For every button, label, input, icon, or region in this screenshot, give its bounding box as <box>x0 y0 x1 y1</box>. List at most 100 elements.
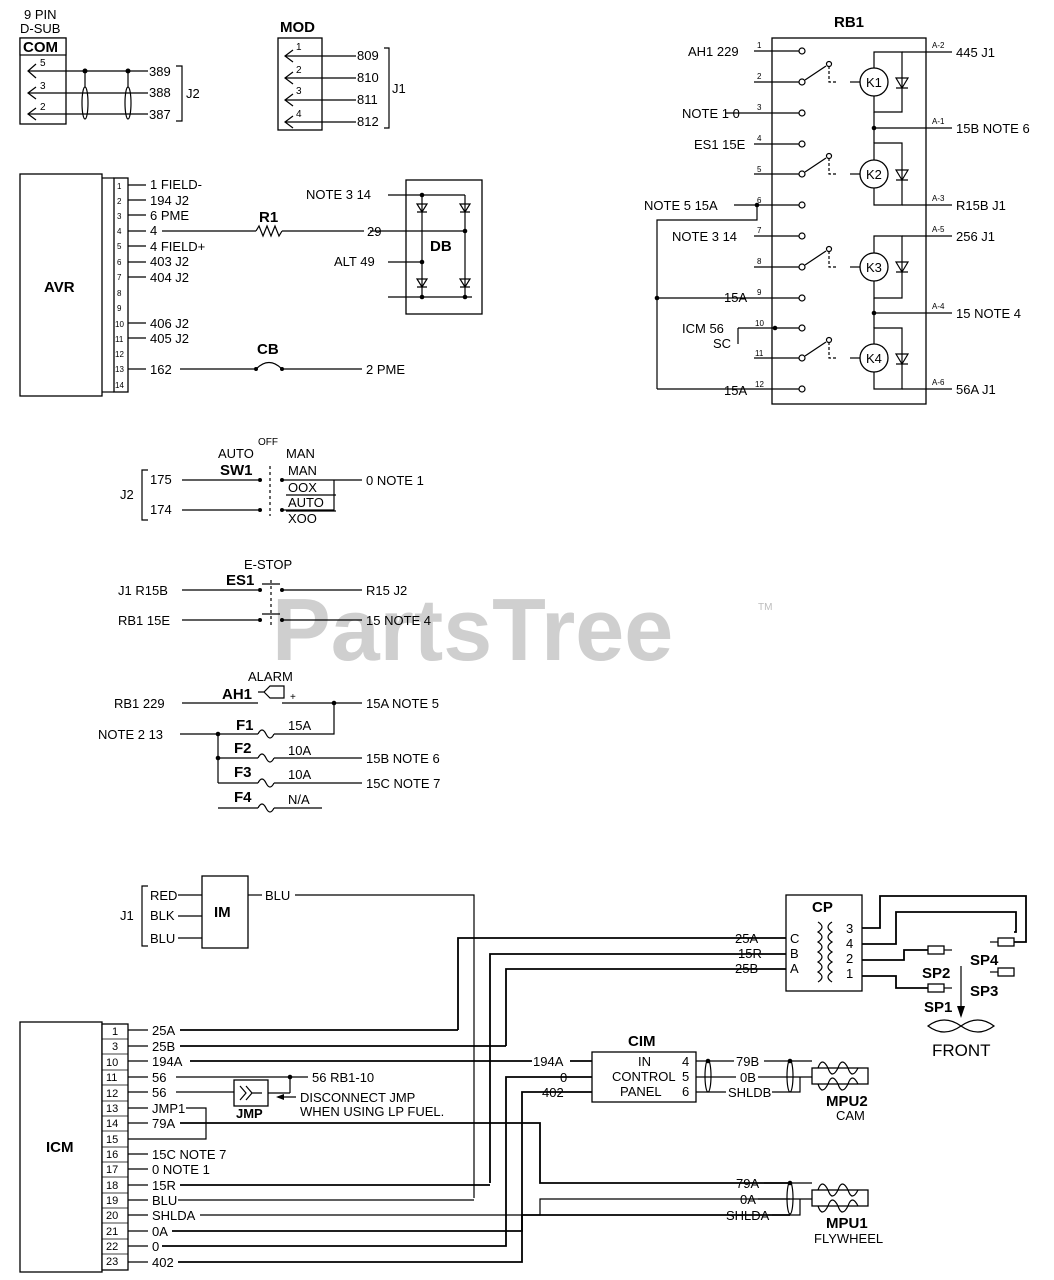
ah1-title: AH1 <box>222 686 252 703</box>
icm-wire-194a: 194A <box>152 1054 183 1069</box>
rb1-contact-3 <box>798 245 836 271</box>
diagram-label: B <box>790 946 799 961</box>
com-connector: 9 PIN D-SUB COM 5 3 2 389 388 387 J2 <box>19 7 200 125</box>
rb1-title: RB1 <box>834 14 864 31</box>
icm-wire-79a: 79A <box>152 1116 175 1131</box>
avr-pin4-label: 4 <box>150 223 157 238</box>
diagram-label: 15A <box>288 718 311 733</box>
diagram-label: SP1 <box>924 999 952 1016</box>
diagram-label: 3 <box>846 921 853 936</box>
icm-wire-jmp1: JMP1 <box>152 1101 185 1116</box>
rb1-p3-label: NOTE 1 0 <box>682 106 740 121</box>
icm-module: ICM 1 3 10 11 12 13 14 15 16 17 18 19 20… <box>19 1021 790 1273</box>
sw1-title: SW1 <box>220 462 253 479</box>
mod-connector: MOD 1 2 3 4 809 810 811 812 J1 <box>277 19 406 131</box>
spark-plug-sp4: SP4 <box>970 937 1015 969</box>
icm-ext-56: 56 RB1-10 <box>312 1070 374 1085</box>
fuse-f3-out: 15C NOTE 7 <box>366 776 440 791</box>
diagram-label: 2 <box>846 951 853 966</box>
sw1-contact-auto: AUTO <box>288 495 324 510</box>
diagram-label: 8 <box>117 289 122 298</box>
icm-wire-25b: 25B <box>152 1039 175 1054</box>
rb1-contact-2 <box>798 152 836 178</box>
diagram-label: 1 <box>757 41 762 50</box>
diagram-label: 1 <box>117 182 122 191</box>
fuse-f1: F1 15A <box>236 703 335 739</box>
fuse-f3: F3 10A 15C NOTE 7 <box>218 764 440 791</box>
diagram-label: 9 <box>117 304 122 313</box>
diagram-label: 3 <box>296 86 302 97</box>
diagram-label: 8 <box>757 257 762 266</box>
com-header-2: D-SUB <box>20 21 60 36</box>
mod-wire-811: 811 <box>357 92 378 107</box>
diagram-label: 4 <box>757 134 762 143</box>
mpu1-sub: FLYWHEEL <box>814 1231 883 1246</box>
diagram-label: 5 <box>117 242 122 251</box>
diagram-label: 14 <box>115 381 124 390</box>
rb1-p1-label: AH1 229 <box>688 44 739 59</box>
front-indicator: FRONT <box>926 966 996 1060</box>
diagram-label: 11 <box>106 1072 117 1084</box>
cim-line-2: CONTROL <box>612 1069 676 1084</box>
diagram-label: F2 <box>234 740 252 757</box>
sw1-contact-oox: OOX <box>288 480 317 495</box>
diagram-label: 10 <box>755 319 764 328</box>
diagram-label: A-3 <box>932 194 945 203</box>
diagram-label: 10A <box>288 767 311 782</box>
jmp-title: JMP <box>236 1106 263 1121</box>
diagram-label: A-6 <box>932 378 945 387</box>
es1-estop-label: E-STOP <box>244 557 292 572</box>
mpu2-sub: CAM <box>836 1108 865 1123</box>
diagram-label: 3 <box>757 103 762 112</box>
relay-k3: K3 <box>859 252 889 282</box>
im-title: IM <box>214 904 231 921</box>
jmp-note-2: WHEN USING LP FUEL. <box>300 1104 444 1119</box>
sw1-contact-man: MAN <box>288 463 317 478</box>
icm-wire-0note: 0 NOTE 1 <box>152 1162 210 1177</box>
cb-out: 2 PME <box>366 362 405 377</box>
cim-line-3: PANEL <box>620 1084 662 1099</box>
diagram-label: 13 <box>106 1103 118 1115</box>
diagram-label: A <box>790 961 799 976</box>
diagram-label: A-5 <box>932 225 945 234</box>
fuse-f2: F2 10A 15B NOTE 6 <box>218 740 440 766</box>
avr-pin2-label: 194 J2 <box>150 193 189 208</box>
mpu1-sensor: 79A 0A SHLDA MPU1 FLYWHEEL <box>726 1176 883 1246</box>
icm-wire-blu: BLU <box>152 1193 177 1208</box>
fuse-block: NOTE 2 13 F1 15A F2 10A 15B NOTE 6 F3 10… <box>98 703 440 813</box>
rb1-out-15b: 15B NOTE 6 <box>956 121 1030 136</box>
diagram-label: 12 <box>115 350 124 359</box>
avr-pin11-label: 405 J2 <box>150 331 189 346</box>
mpu2-sensor: MPU2 CAM <box>811 1061 869 1123</box>
com-conn-j2: J2 <box>186 86 200 101</box>
diagram-label: 10 <box>106 1057 118 1069</box>
rb1-p10-label: ICM 56 <box>682 321 724 336</box>
diagram-label: A-2 <box>932 41 945 50</box>
diagram-label: K4 <box>866 351 882 366</box>
diagram-label: 14 <box>106 1118 118 1130</box>
diagram-label: 5 <box>40 58 46 69</box>
relay-k1: K1 <box>859 67 889 97</box>
cp-title: CP <box>812 899 833 916</box>
cp-in-15r: 15R <box>738 946 762 961</box>
diagram-label: 22 <box>106 1241 118 1253</box>
cim-out-0b: 0B <box>740 1070 756 1085</box>
icm-wire-402: 402 <box>152 1255 174 1270</box>
diagram-label: 16 <box>106 1149 118 1161</box>
watermark-text: PartsTree <box>272 580 673 679</box>
ah1-plus: + <box>290 692 296 703</box>
im-in-red: RED <box>150 888 177 903</box>
rb1-contact-1 <box>798 60 836 86</box>
diagram-label: 11 <box>755 349 764 358</box>
avr-pin1-label: 1 FIELD- <box>150 177 202 192</box>
diagram-label: SP3 <box>970 983 998 1000</box>
cim-in-402: 402 <box>542 1085 564 1100</box>
diagram-label: 6 <box>682 1084 689 1099</box>
diagram-label: 23 <box>106 1256 118 1268</box>
avr-pin10-label: 406 J2 <box>150 316 189 331</box>
db-title: DB <box>430 238 452 255</box>
icm-wire-0a: 0A <box>152 1224 168 1239</box>
sw1-wire-174: 174 <box>150 502 172 517</box>
diagram-label: N/A <box>288 792 310 807</box>
cp-coilpack: CP C B A 3 4 2 1 25A 15R 25B SP2 SP1 SP4… <box>457 894 1027 1183</box>
